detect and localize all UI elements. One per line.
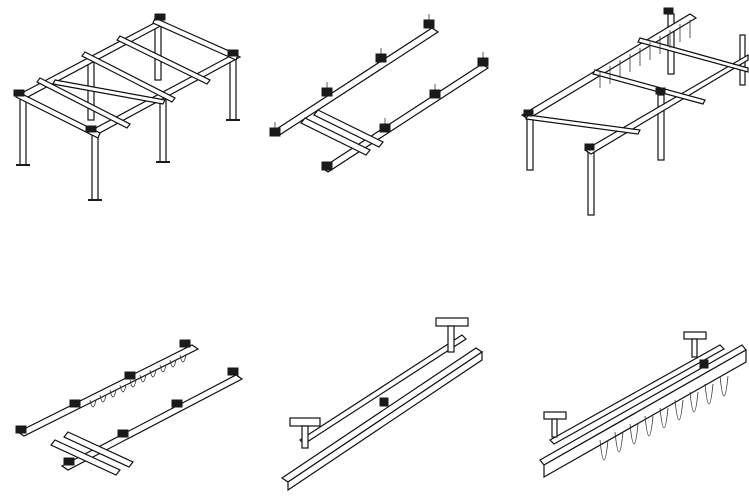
rail-bridge bbox=[300, 109, 384, 156]
rail-hangers bbox=[269, 14, 489, 171]
double-rail-festoon-cables bbox=[89, 354, 187, 408]
double-rails bbox=[16, 344, 244, 471]
panel-freestanding-frame bbox=[13, 13, 242, 201]
festoon-frame-posts bbox=[526, 13, 746, 216]
double-rail-bridge bbox=[50, 431, 134, 476]
single-track-beam bbox=[280, 347, 484, 492]
festoon-frame-caps bbox=[523, 7, 674, 151]
double-rail-hangers bbox=[15, 339, 239, 466]
panel-double-rail-festoon bbox=[15, 339, 244, 476]
heavy-track-beam bbox=[539, 344, 747, 479]
panel-heavy-track bbox=[539, 331, 747, 479]
heavy-track-cable-loops bbox=[599, 375, 729, 461]
frame-end-caps bbox=[13, 13, 239, 133]
rail-upper bbox=[270, 27, 490, 173]
single-track-brackets bbox=[289, 317, 469, 449]
festoon-frame-beams bbox=[520, 13, 749, 155]
panel-festoon-frame bbox=[520, 7, 749, 216]
frame-bridge-beams bbox=[36, 35, 211, 129]
single-track-upper-rail bbox=[299, 334, 467, 445]
panel-single-track bbox=[280, 317, 484, 492]
panel-ceiling-double-rail bbox=[269, 14, 490, 173]
festoon-cables bbox=[599, 20, 691, 88]
heavy-track-brackets bbox=[543, 331, 709, 438]
